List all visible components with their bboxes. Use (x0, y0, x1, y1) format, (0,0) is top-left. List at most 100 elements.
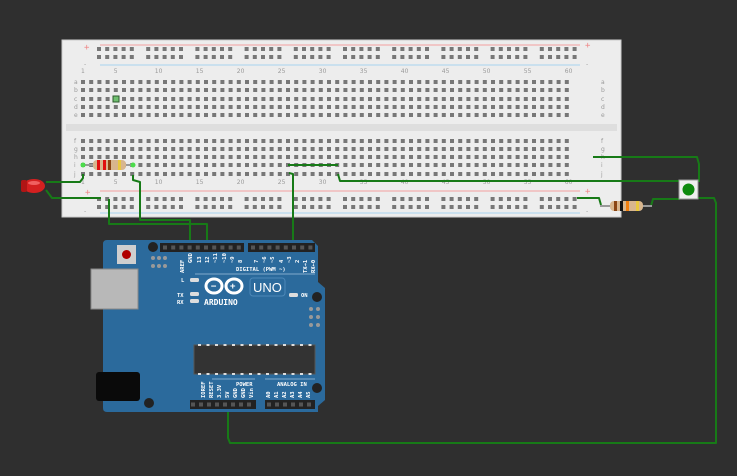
breadboard-hole[interactable] (327, 88, 331, 92)
breadboard-hole[interactable] (236, 155, 241, 159)
rail-hole[interactable] (441, 205, 446, 209)
breadboard-hole[interactable] (441, 172, 446, 176)
breadboard-hole[interactable] (253, 172, 258, 176)
breadboard-hole[interactable] (564, 139, 569, 143)
breadboard-hole[interactable] (335, 97, 340, 101)
breadboard-hole[interactable] (302, 97, 307, 101)
breadboard-hole[interactable] (540, 88, 545, 92)
breadboard-hole[interactable] (253, 163, 258, 167)
breadboard-hole[interactable] (277, 97, 282, 101)
breadboard-hole[interactable] (187, 105, 192, 109)
breadboard-hole[interactable] (499, 147, 504, 151)
rail-hole[interactable] (466, 47, 470, 51)
breadboard-hole[interactable] (343, 105, 348, 109)
breadboard-hole[interactable] (89, 147, 94, 151)
rail-hole[interactable] (121, 197, 126, 201)
breadboard-hole[interactable] (343, 139, 348, 143)
rail-hole[interactable] (162, 47, 167, 51)
breadboard-hole[interactable] (277, 172, 282, 176)
breadboard-hole[interactable] (113, 172, 118, 176)
rail-hole[interactable] (105, 55, 110, 59)
breadboard-hole[interactable] (179, 139, 184, 143)
breadboard-hole[interactable] (130, 88, 135, 92)
header-pin[interactable] (267, 402, 271, 407)
breadboard-hole[interactable] (204, 163, 208, 167)
breadboard-hole[interactable] (154, 105, 159, 109)
breadboard-hole[interactable] (113, 80, 118, 84)
breadboard-hole[interactable] (220, 172, 225, 176)
rail-hole[interactable] (203, 55, 208, 59)
header-pin[interactable] (163, 245, 167, 250)
breadboard-hole[interactable] (212, 172, 217, 176)
breadboard-hole[interactable] (458, 139, 463, 143)
rail-hole[interactable] (400, 205, 405, 209)
breadboard-hole[interactable] (433, 97, 438, 101)
breadboard-hole[interactable] (302, 80, 307, 84)
breadboard-hole[interactable] (392, 139, 397, 143)
breadboard-hole[interactable] (425, 147, 430, 151)
breadboard-hole[interactable] (458, 113, 463, 117)
breadboard-hole[interactable] (327, 172, 331, 176)
rail-hole[interactable] (539, 205, 544, 209)
breadboard-hole[interactable] (89, 105, 94, 109)
breadboard-hole[interactable] (351, 155, 356, 159)
breadboard-hole[interactable] (179, 155, 184, 159)
breadboard-hole[interactable] (556, 97, 561, 101)
breadboard-hole[interactable] (400, 147, 405, 151)
breadboard-hole[interactable] (441, 88, 446, 92)
breadboard-hole[interactable] (556, 88, 561, 92)
breadboard-hole[interactable] (441, 163, 446, 167)
breadboard-hole[interactable] (302, 147, 307, 151)
header-pin[interactable] (292, 245, 296, 250)
breadboard-hole[interactable] (253, 105, 258, 109)
breadboard-hole[interactable] (474, 88, 479, 92)
breadboard-hole[interactable] (548, 163, 553, 167)
header-pin[interactable] (223, 402, 227, 407)
rail-hole[interactable] (302, 205, 306, 209)
breadboard-hole[interactable] (195, 147, 200, 151)
breadboard-hole[interactable] (564, 147, 569, 151)
breadboard-hole[interactable] (343, 172, 348, 176)
breadboard-hole[interactable] (179, 113, 184, 117)
breadboard-hole[interactable] (368, 172, 372, 176)
breadboard-hole[interactable] (310, 97, 315, 101)
rail-hole[interactable] (343, 197, 347, 201)
header-pins[interactable] (163, 245, 313, 407)
breadboard-hole[interactable] (441, 147, 446, 151)
rail-hole[interactable] (170, 55, 175, 59)
rail-hole[interactable] (343, 205, 347, 209)
breadboard-hole[interactable] (253, 97, 258, 101)
rail-hole[interactable] (564, 55, 569, 59)
breadboard-hole[interactable] (261, 147, 266, 151)
rail-hole[interactable] (572, 55, 577, 59)
rail-hole[interactable] (129, 47, 134, 51)
breadboard-hole[interactable] (179, 97, 184, 101)
header-pin[interactable] (239, 402, 243, 407)
breadboard-hole[interactable] (269, 139, 274, 143)
breadboard-hole[interactable] (138, 163, 143, 167)
breadboard-hole[interactable] (171, 147, 176, 151)
breadboard-hole[interactable] (245, 105, 249, 109)
breadboard-hole[interactable] (458, 88, 463, 92)
breadboard-hole[interactable] (122, 97, 126, 101)
breadboard-hole[interactable] (294, 88, 299, 92)
rail-hole[interactable] (146, 197, 151, 201)
rail-hole[interactable] (269, 205, 274, 209)
breadboard-hole[interactable] (351, 80, 356, 84)
rail-hole[interactable] (293, 47, 298, 51)
rail-hole[interactable] (129, 205, 134, 209)
header-pin[interactable] (195, 245, 200, 250)
breadboard-hole[interactable] (236, 105, 241, 109)
breadboard-hole[interactable] (466, 105, 471, 109)
breadboard-hole[interactable] (335, 147, 340, 151)
rail-hole[interactable] (375, 197, 380, 201)
breadboard-hole[interactable] (523, 97, 528, 101)
breadboard-hole[interactable] (433, 147, 438, 151)
rail-hole[interactable] (211, 47, 216, 51)
breadboard-hole[interactable] (499, 113, 504, 117)
breadboard-hole[interactable] (564, 80, 569, 84)
breadboard-hole[interactable] (154, 139, 159, 143)
breadboard-hole[interactable] (187, 163, 192, 167)
breadboard-hole[interactable] (351, 97, 356, 101)
breadboard-hole[interactable] (384, 88, 389, 92)
